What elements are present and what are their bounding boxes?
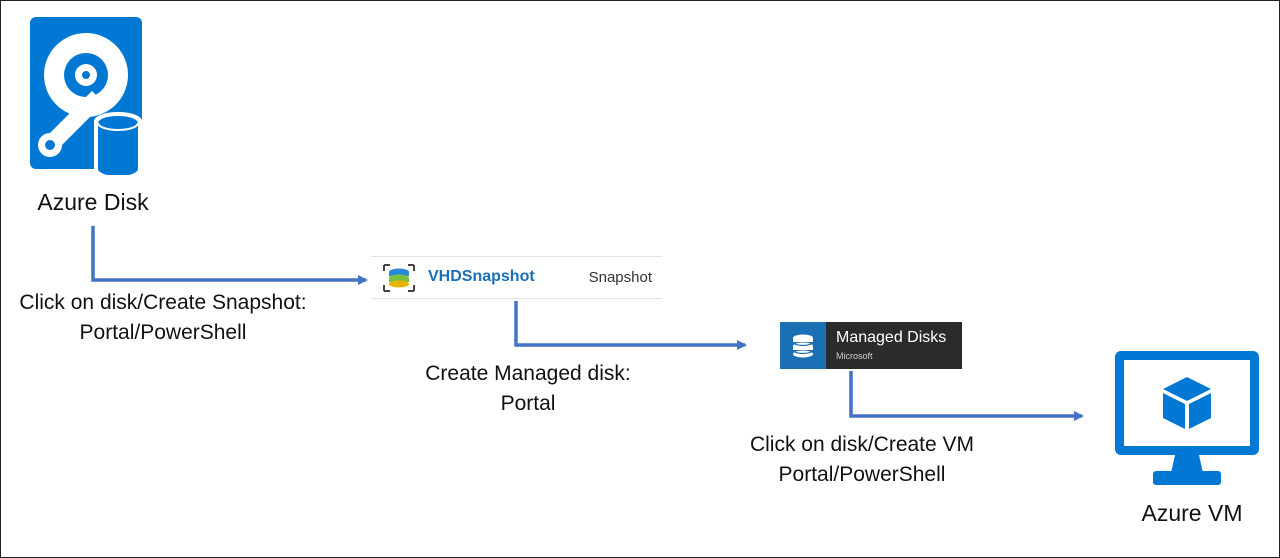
step-create-snapshot-label: Click on disk/Create Snapshot: Portal/Po… [0,288,326,348]
managed-disks-tile[interactable]: Managed Disks Microsoft [780,322,962,369]
step-1-line-1: Click on disk/Create Snapshot: [19,291,307,314]
azure-vm-label: Azure VM [1141,500,1243,526]
step-3-line-2: Portal/PowerShell [778,463,946,486]
step-1-line-2: Portal/PowerShell [79,321,247,344]
managed-disks-icon [792,334,814,358]
step-2-line-1: Create Managed disk: [425,362,631,385]
azure-disk-label: Azure Disk [37,189,149,215]
step-2-line-2: Portal [500,392,556,415]
managed-disks-icon-box [780,322,826,369]
step-create-managed-disk-label: Create Managed disk: Portal [412,359,644,419]
managed-disks-publisher: Microsoft [836,351,873,361]
snapshot-icon [383,264,415,292]
virtual-machine-icon [1115,351,1259,485]
snapshot-name[interactable]: VHDSnapshot [428,268,535,285]
snapshot-card: VHDSnapshot Snapshot [371,256,662,299]
managed-disks-title: Managed Disks [836,329,947,346]
step-create-vm-label: Click on disk/Create VM Portal/PowerShel… [730,430,994,490]
connector-disk-to-snapshot [91,226,368,285]
hard-disk-icon [30,17,142,175]
connector-managed-disk-to-vm [849,371,1084,421]
step-3-line-1: Click on disk/Create VM [749,433,975,456]
connector-snapshot-to-managed-disk [514,301,747,350]
snapshot-type: Snapshot [588,269,652,286]
